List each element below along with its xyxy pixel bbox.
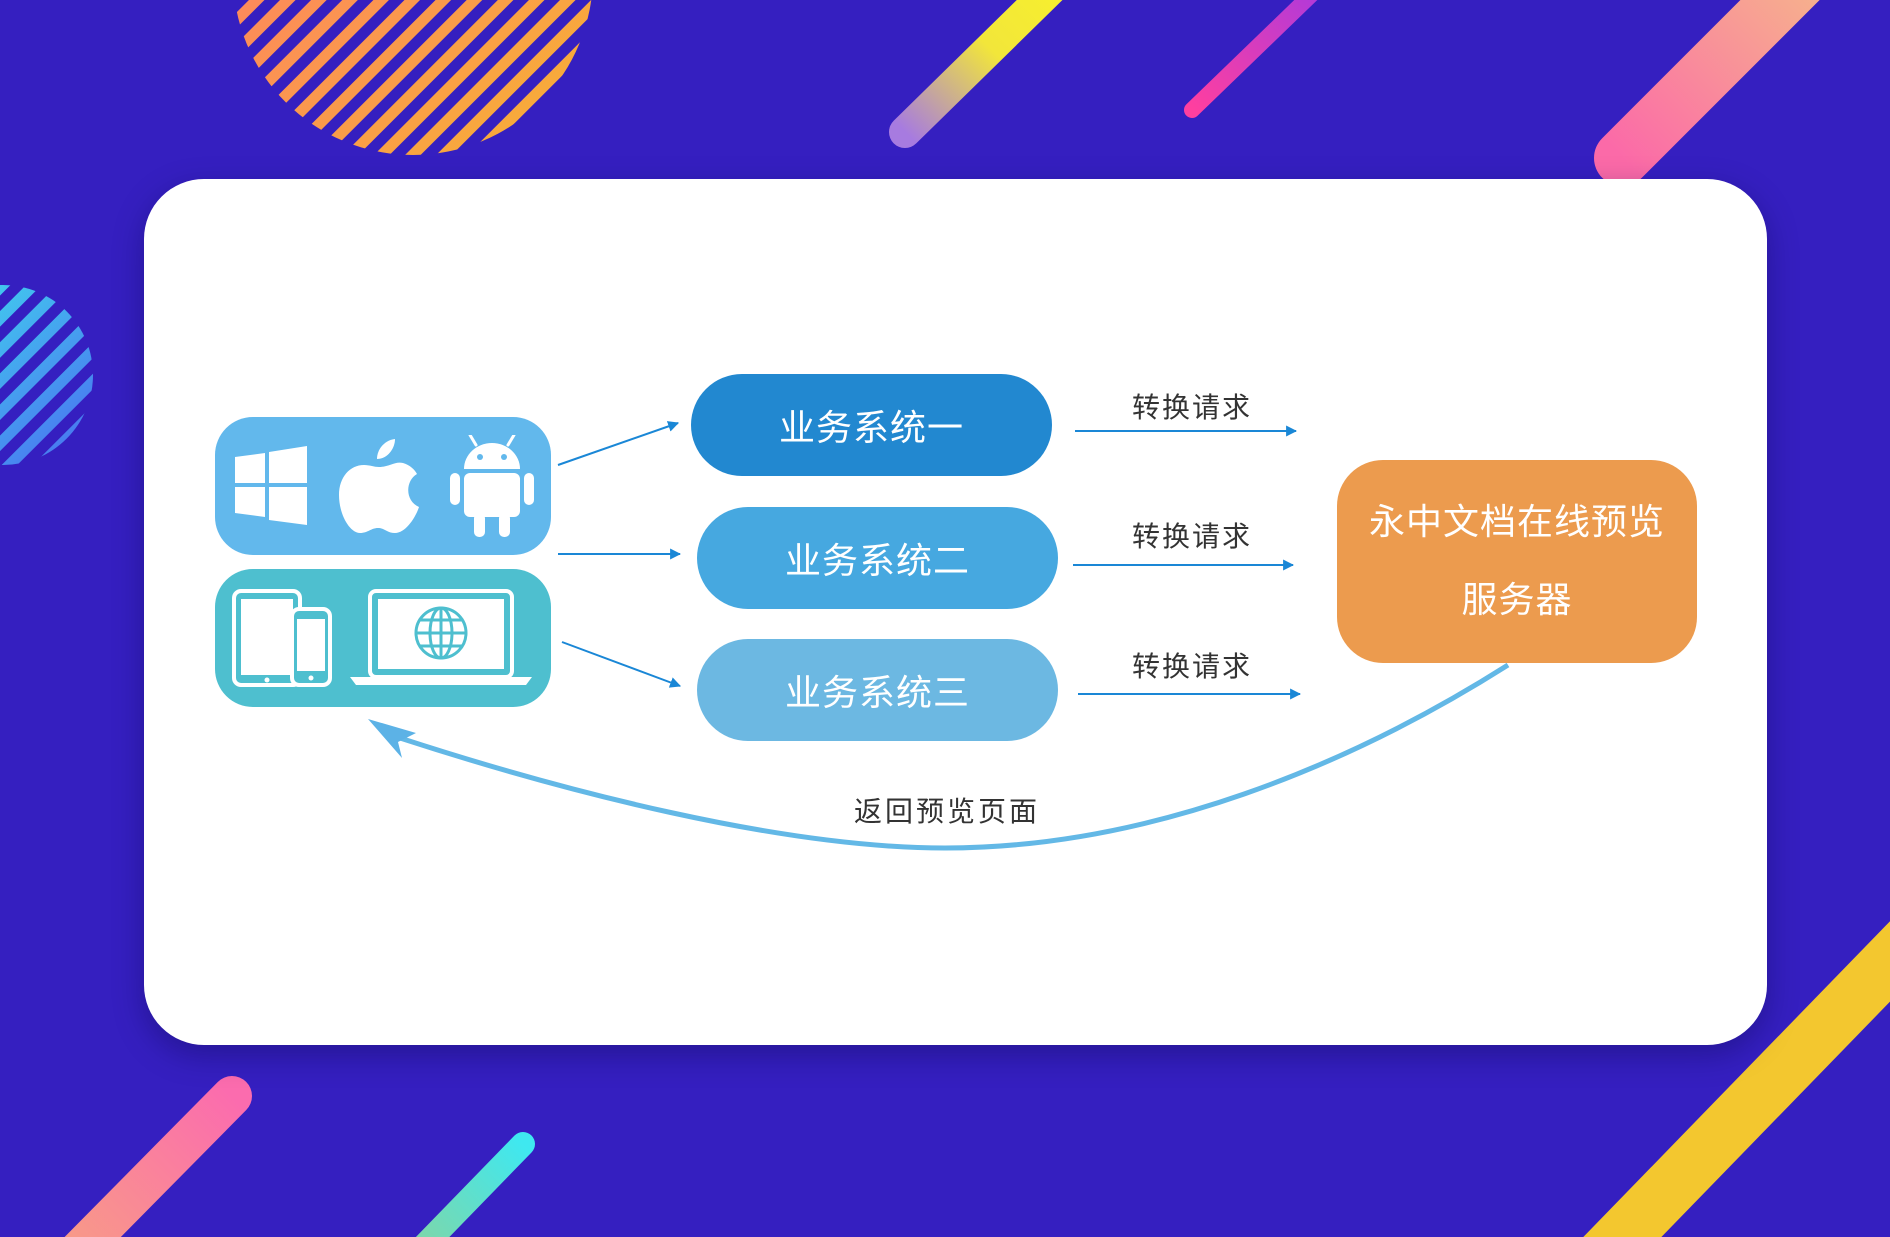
os-platforms-panel xyxy=(215,417,551,555)
preview-server-node: 永中文档在线预览 服务器 xyxy=(1337,460,1697,663)
yellow-stripe-top xyxy=(889,0,1063,148)
yellow-stripe-bottom-right xyxy=(1583,921,1890,1237)
globe-icon xyxy=(414,606,468,660)
android-logo-icon xyxy=(450,435,534,537)
system-two-node: 业务系统二 xyxy=(697,507,1058,609)
peach-stripe-top xyxy=(1594,0,1820,186)
return-curve xyxy=(399,662,1510,851)
server-label-line2: 服务器 xyxy=(1461,579,1573,621)
request-three-label: 转换请求 xyxy=(1131,650,1252,683)
pink-stripe-top xyxy=(1184,0,1318,118)
system-one-node: 业务系统一 xyxy=(691,374,1052,476)
return-arrow-head xyxy=(368,719,416,758)
request-two-label: 转换请求 xyxy=(1131,520,1252,553)
system-one-label: 业务系统一 xyxy=(778,408,964,449)
pink-stripe-bottom xyxy=(64,1076,252,1237)
server-label-line1: 永中文档在线预览 xyxy=(1368,501,1665,543)
client-to-system-one-arrow xyxy=(557,421,680,466)
windows-logo-icon xyxy=(235,446,307,525)
return-label: 返回预览页面 xyxy=(853,795,1040,828)
striped-orange-circle xyxy=(234,0,592,155)
system-three-node: 业务系统三 xyxy=(697,639,1058,741)
client-to-system-three-arrow xyxy=(561,641,682,688)
apple-logo-icon xyxy=(339,439,419,533)
request-one-label: 转换请求 xyxy=(1131,391,1252,424)
system-two-label: 业务系统二 xyxy=(784,541,970,582)
device-types-panel xyxy=(215,569,551,707)
striped-cyan-circle xyxy=(0,285,93,465)
teal-stripe-bottom xyxy=(415,1132,535,1237)
system-three-label: 业务系统三 xyxy=(784,673,970,714)
phone-icon xyxy=(290,607,332,687)
